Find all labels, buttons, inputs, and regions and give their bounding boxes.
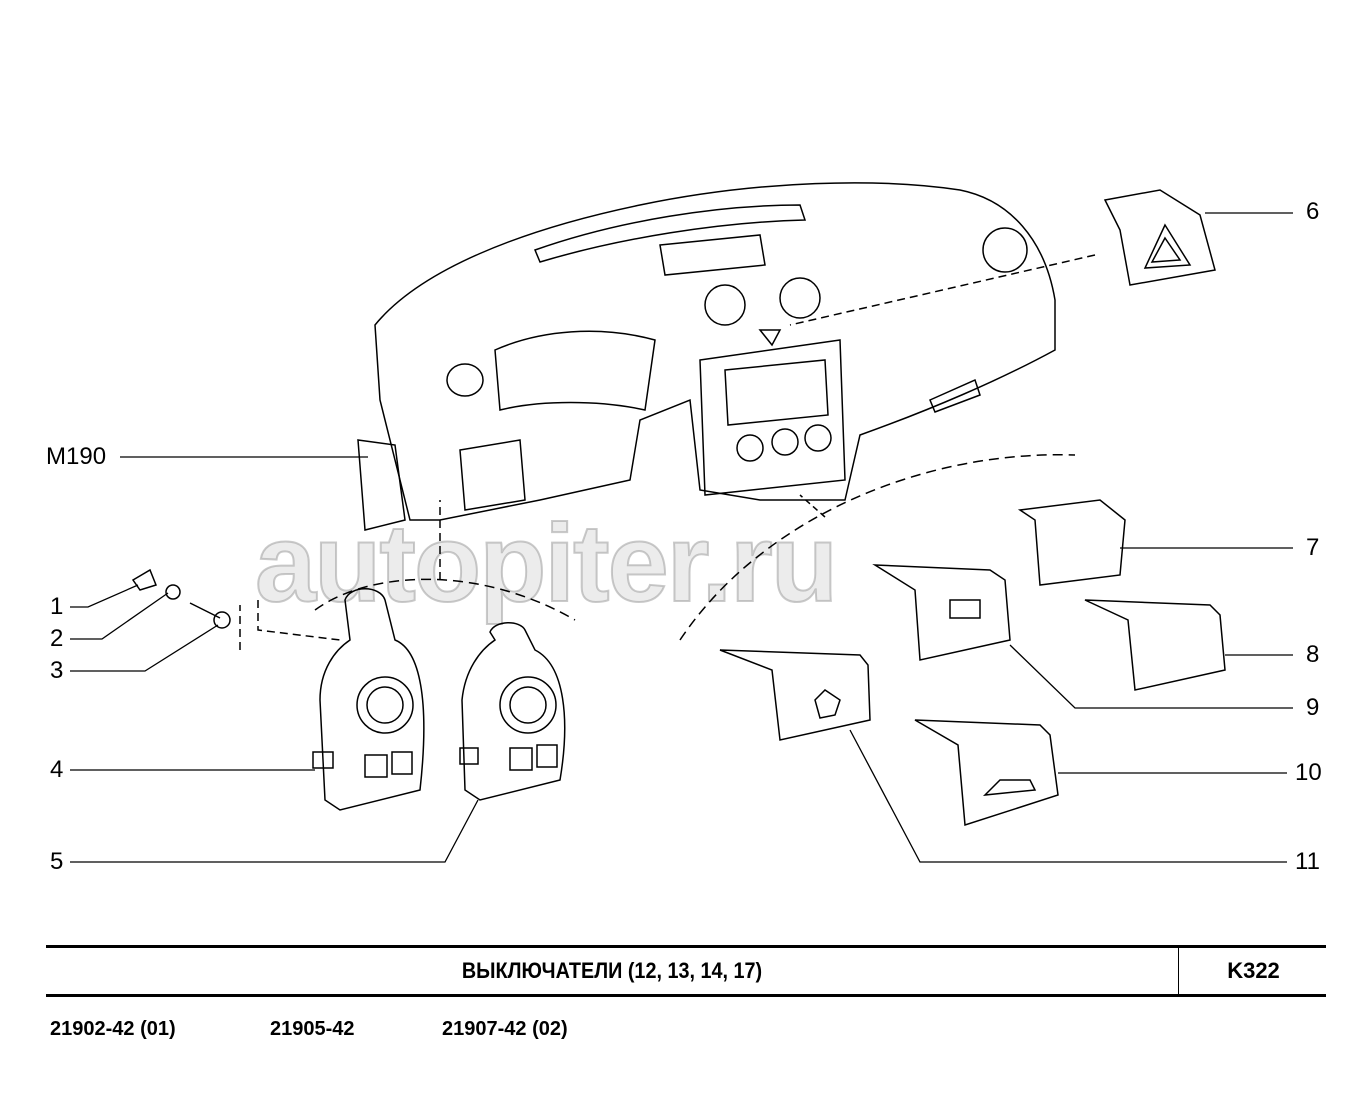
- leader-lines: [70, 212, 1293, 863]
- ac-button-11: [719, 649, 871, 741]
- clip-1: [131, 568, 157, 591]
- callout-8: 8: [1306, 641, 1320, 668]
- callout-3: 3: [50, 657, 64, 684]
- callout-4: 4: [50, 756, 64, 783]
- dashboard-drawing: [357, 182, 1056, 531]
- hazard-switch-6: [1103, 189, 1216, 286]
- windshield-defrost-button-10: [914, 719, 1059, 827]
- title-divider: [1178, 948, 1179, 994]
- button-7: [1017, 499, 1126, 586]
- callout-2: 2: [50, 625, 64, 652]
- title-block: ВЫКЛЮЧАТЕЛИ (12, 13, 14, 17) K322: [46, 945, 1326, 997]
- callout-9: 9: [1306, 694, 1320, 721]
- screw-3: [189, 602, 231, 629]
- callout-10: 10: [1295, 759, 1322, 786]
- light-switch-5: [459, 622, 566, 801]
- callout-7: 7: [1306, 534, 1320, 561]
- model-code: 21905-42: [270, 1018, 355, 1040]
- model-code: 21907-42 (02): [442, 1018, 568, 1040]
- washer-2: [165, 584, 181, 600]
- model-code: 21902-42 (01): [50, 1018, 176, 1040]
- callout-6: 6: [1306, 198, 1320, 225]
- light-switch-4: [312, 588, 425, 811]
- traction-button-8: [1084, 599, 1226, 691]
- callout-1: 1: [50, 593, 64, 620]
- callout-m190: M190: [46, 443, 107, 470]
- callout-11: 11: [1295, 848, 1320, 875]
- rear-defrost-button-9: [872, 564, 1011, 661]
- diagram-code: K322: [1227, 958, 1280, 983]
- callout-5: 5: [50, 848, 64, 875]
- diagram-title: ВЫКЛЮЧАТЕЛИ (12, 13, 14, 17): [461, 958, 763, 983]
